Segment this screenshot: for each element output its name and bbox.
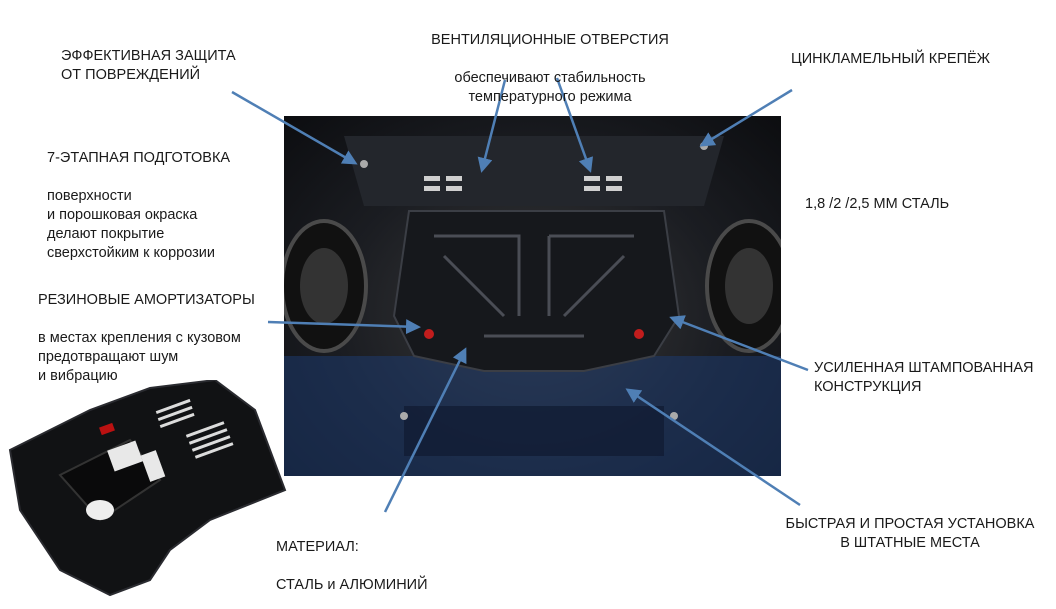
- label-rubber-dampers-title: РЕЗИНОВЫЕ АМОРТИЗАТОРЫ: [38, 292, 255, 308]
- installed-plate-photo: [284, 116, 781, 476]
- label-steel-thickness: 1,8 /2 /2,5 ММ СТАЛЬ: [805, 196, 950, 212]
- label-rubber-dampers-text: в местах крепления с кузовом предотвраща…: [38, 330, 241, 384]
- label-material-text: СТАЛЬ и АЛЮМИНИЙ: [276, 577, 428, 593]
- label-effective-protection: ЭФФЕКТИВНАЯ ЗАЩИТА ОТ ПОВРЕЖДЕНИЙ: [61, 48, 236, 83]
- label-reinforced-construction: УСИЛЕННАЯ ШТАМПОВАННАЯ КОНСТРУКЦИЯ: [814, 360, 1034, 395]
- label-surface-prep: 7-ЭТАПНАЯ ПОДГОТОВКА поверхности и порош…: [47, 130, 230, 263]
- label-fasteners: ЦИНКЛАМЕЛЬНЫЙ КРЕПЁЖ: [791, 51, 991, 67]
- skid-plate-product-image: [8, 380, 287, 597]
- label-quick-install: БЫСТРАЯ И ПРОСТАЯ УСТАНОВКА В ШТАТНЫЕ МЕ…: [785, 516, 1035, 551]
- label-ventilation-text: обеспечивают стабильность температурного…: [454, 70, 646, 105]
- label-rubber-dampers: РЕЗИНОВЫЕ АМОРТИЗАТОРЫ в местах креплени…: [38, 272, 255, 386]
- label-surface-prep-title: 7-ЭТАПНАЯ ПОДГОТОВКА: [47, 150, 231, 166]
- label-ventilation-title: ВЕНТИЛЯЦИОННЫЕ ОТВЕРСТИЯ: [431, 32, 669, 48]
- label-material: МАТЕРИАЛ: СТАЛЬ и АЛЮМИНИЙ: [276, 519, 428, 595]
- label-ventilation: ВЕНТИЛЯЦИОННЫЕ ОТВЕРСТИЯ обеспечивают ст…: [400, 12, 700, 107]
- label-material-title: МАТЕРИАЛ:: [276, 539, 359, 555]
- label-surface-prep-text: поверхности и порошковая окраска делают …: [47, 188, 215, 261]
